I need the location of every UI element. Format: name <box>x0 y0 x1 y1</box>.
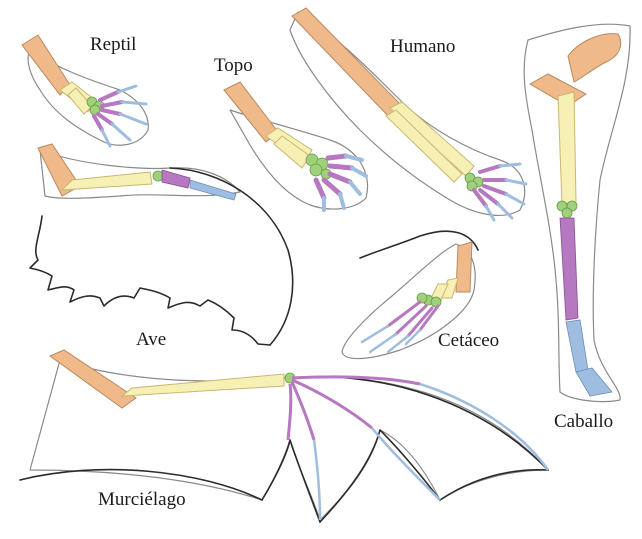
label-cetaceo: Cetáceo <box>438 331 499 350</box>
label-caballo: Caballo <box>554 412 613 431</box>
label-humano: Humano <box>390 37 455 56</box>
label-ave: Ave <box>136 330 166 349</box>
bird-wing <box>30 144 293 345</box>
label-murcielago: Murciélago <box>98 490 186 509</box>
label-topo: Topo <box>214 56 253 75</box>
horse-leg <box>524 24 630 401</box>
label-reptil: Reptil <box>90 35 136 54</box>
